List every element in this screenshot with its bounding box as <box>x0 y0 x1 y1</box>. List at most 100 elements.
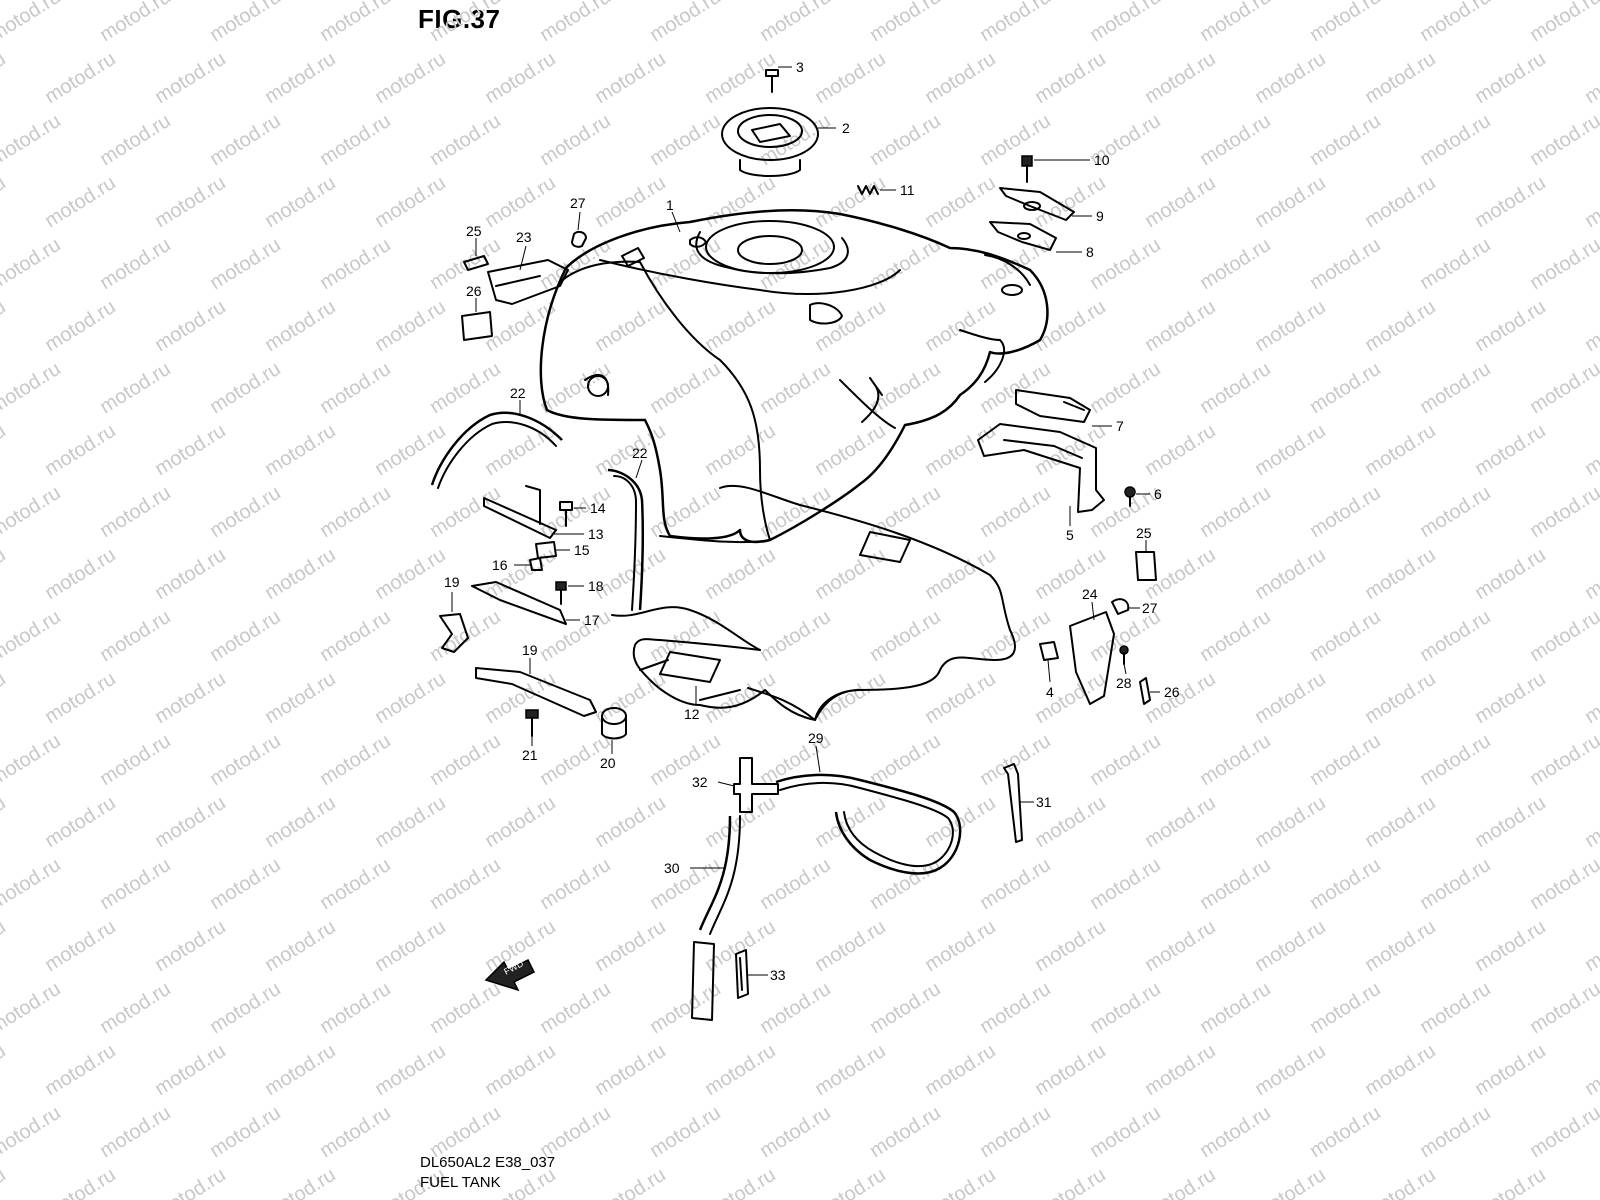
watermark-text: motod.ru <box>1141 172 1220 232</box>
watermark-text: motod.ru <box>1361 1164 1440 1200</box>
callout-33: 33 <box>770 967 786 983</box>
watermark-text: motod.ru <box>1306 0 1385 46</box>
watermark-text: motod.ru <box>1196 730 1275 790</box>
callout-7: 7 <box>1116 418 1124 434</box>
callout-3: 3 <box>796 59 804 75</box>
watermark-text: motod.ru <box>96 1102 175 1162</box>
watermark-text: motod.ru <box>1416 606 1495 666</box>
watermark-text: motod.ru <box>1361 172 1440 232</box>
watermark-text: motod.ru <box>591 296 670 356</box>
watermark-text: motod.ru <box>811 48 890 108</box>
part-clamp-19 <box>439 613 469 653</box>
part-trim-center <box>607 468 645 611</box>
watermark-text: motod.ru <box>1416 0 1495 46</box>
watermark-text: motod.ru <box>1361 544 1440 604</box>
watermark-text: motod.ru <box>96 978 175 1038</box>
watermark-text: motod.ru <box>1581 544 1600 604</box>
watermark-text: motod.ru <box>1086 730 1165 790</box>
watermark-text: motod.ru <box>646 854 725 914</box>
part-joint-32 <box>733 757 779 813</box>
watermark-text: motod.ru <box>1031 48 1110 108</box>
watermark-text: motod.ru <box>1416 482 1495 542</box>
part-clamp-31 <box>1003 763 1023 843</box>
watermark-text: motod.ru <box>1416 1102 1495 1162</box>
watermark-text: motod.ru <box>481 48 560 108</box>
watermark-text: motod.ru <box>0 1102 65 1162</box>
watermark-text: motod.ru <box>1526 110 1600 170</box>
watermark-text: motod.ru <box>316 854 395 914</box>
watermark-text: motod.ru <box>1251 916 1330 976</box>
callout-20: 20 <box>600 755 616 771</box>
part-cover-24 <box>1069 611 1115 705</box>
watermark-text: motod.ru <box>536 606 615 666</box>
watermark-text: motod.ru <box>976 978 1055 1038</box>
callout-30: 30 <box>664 860 680 876</box>
watermark-text: motod.ru <box>866 110 945 170</box>
watermark-text: motod.ru <box>316 730 395 790</box>
callout-22b: 22 <box>632 445 648 461</box>
watermark-text: motod.ru <box>1086 978 1165 1038</box>
callout-27a: 27 <box>570 195 586 211</box>
watermark-text: motod.ru <box>756 358 835 418</box>
watermark-text: motod.ru <box>701 1040 780 1100</box>
watermark-text: motod.ru <box>316 606 395 666</box>
watermark-text: motod.ru <box>426 0 505 46</box>
watermark-text: motod.ru <box>0 482 65 542</box>
part-grommet-4 <box>1039 641 1059 661</box>
watermark-text: motod.ru <box>1031 668 1110 728</box>
watermark-text: motod.ru <box>921 48 1000 108</box>
watermark-text: motod.ru <box>96 234 175 294</box>
watermark-text: motod.ru <box>1416 358 1495 418</box>
watermark-text: motod.ru <box>96 110 175 170</box>
watermark-text: motod.ru <box>1086 854 1165 914</box>
watermark-text: motod.ru <box>206 854 285 914</box>
watermark-text: motod.ru <box>976 0 1055 46</box>
watermark-text: motod.ru <box>536 978 615 1038</box>
callout-22a: 22 <box>510 385 526 401</box>
watermark-text: motod.ru <box>1581 792 1600 852</box>
part-cushion-27-right <box>1111 598 1130 615</box>
watermark-text: motod.ru <box>1471 544 1550 604</box>
callout-16: 16 <box>492 557 508 573</box>
watermark-text: motod.ru <box>1581 48 1600 108</box>
watermark-text: motod.ru <box>976 482 1055 542</box>
watermark-text: motod.ru <box>756 978 835 1038</box>
watermark-text: motod.ru <box>371 916 450 976</box>
callout-10: 10 <box>1094 152 1110 168</box>
callout-19b: 19 <box>522 642 538 658</box>
watermark-text: motod.ru <box>1526 730 1600 790</box>
watermark-text: motod.ru <box>701 48 780 108</box>
watermark-text: motod.ru <box>151 1040 230 1100</box>
watermark-text: motod.ru <box>1141 1164 1220 1200</box>
watermark-text: motod.ru <box>1361 420 1440 480</box>
watermark-text: motod.ru <box>701 544 780 604</box>
callout-13: 13 <box>588 526 604 542</box>
watermark-text: motod.ru <box>96 730 175 790</box>
watermark-text: motod.ru <box>1196 1102 1275 1162</box>
watermark-text: motod.ru <box>1581 1164 1600 1200</box>
watermark-text: motod.ru <box>1086 0 1165 46</box>
watermark-text: motod.ru <box>1526 606 1600 666</box>
watermark-text: motod.ru <box>646 1102 725 1162</box>
watermark-text: motod.ru <box>1031 296 1110 356</box>
watermark-text: motod.ru <box>811 668 890 728</box>
watermark-text: motod.ru <box>0 544 10 604</box>
watermark-text: motod.ru <box>1251 668 1330 728</box>
watermark-text: motod.ru <box>0 792 10 852</box>
figure-name: FUEL TANK <box>420 1174 501 1191</box>
watermark-text: motod.ru <box>316 482 395 542</box>
watermark-text: motod.ru <box>206 110 285 170</box>
watermark-text: motod.ru <box>811 544 890 604</box>
part-clamp-33 <box>735 949 749 999</box>
watermark-text: motod.ru <box>866 0 945 46</box>
watermark-text: motod.ru <box>1141 296 1220 356</box>
watermark-text: motod.ru <box>0 1164 10 1200</box>
part-trim-left <box>430 411 563 489</box>
watermark-text: motod.ru <box>371 544 450 604</box>
watermark-text: motod.ru <box>1031 544 1110 604</box>
watermark-text: motod.ru <box>921 1164 1000 1200</box>
watermark-text: motod.ru <box>1526 0 1600 46</box>
part-fuel-cap <box>721 107 819 177</box>
watermark-text: motod.ru <box>756 1102 835 1162</box>
watermark-text: motod.ru <box>151 668 230 728</box>
